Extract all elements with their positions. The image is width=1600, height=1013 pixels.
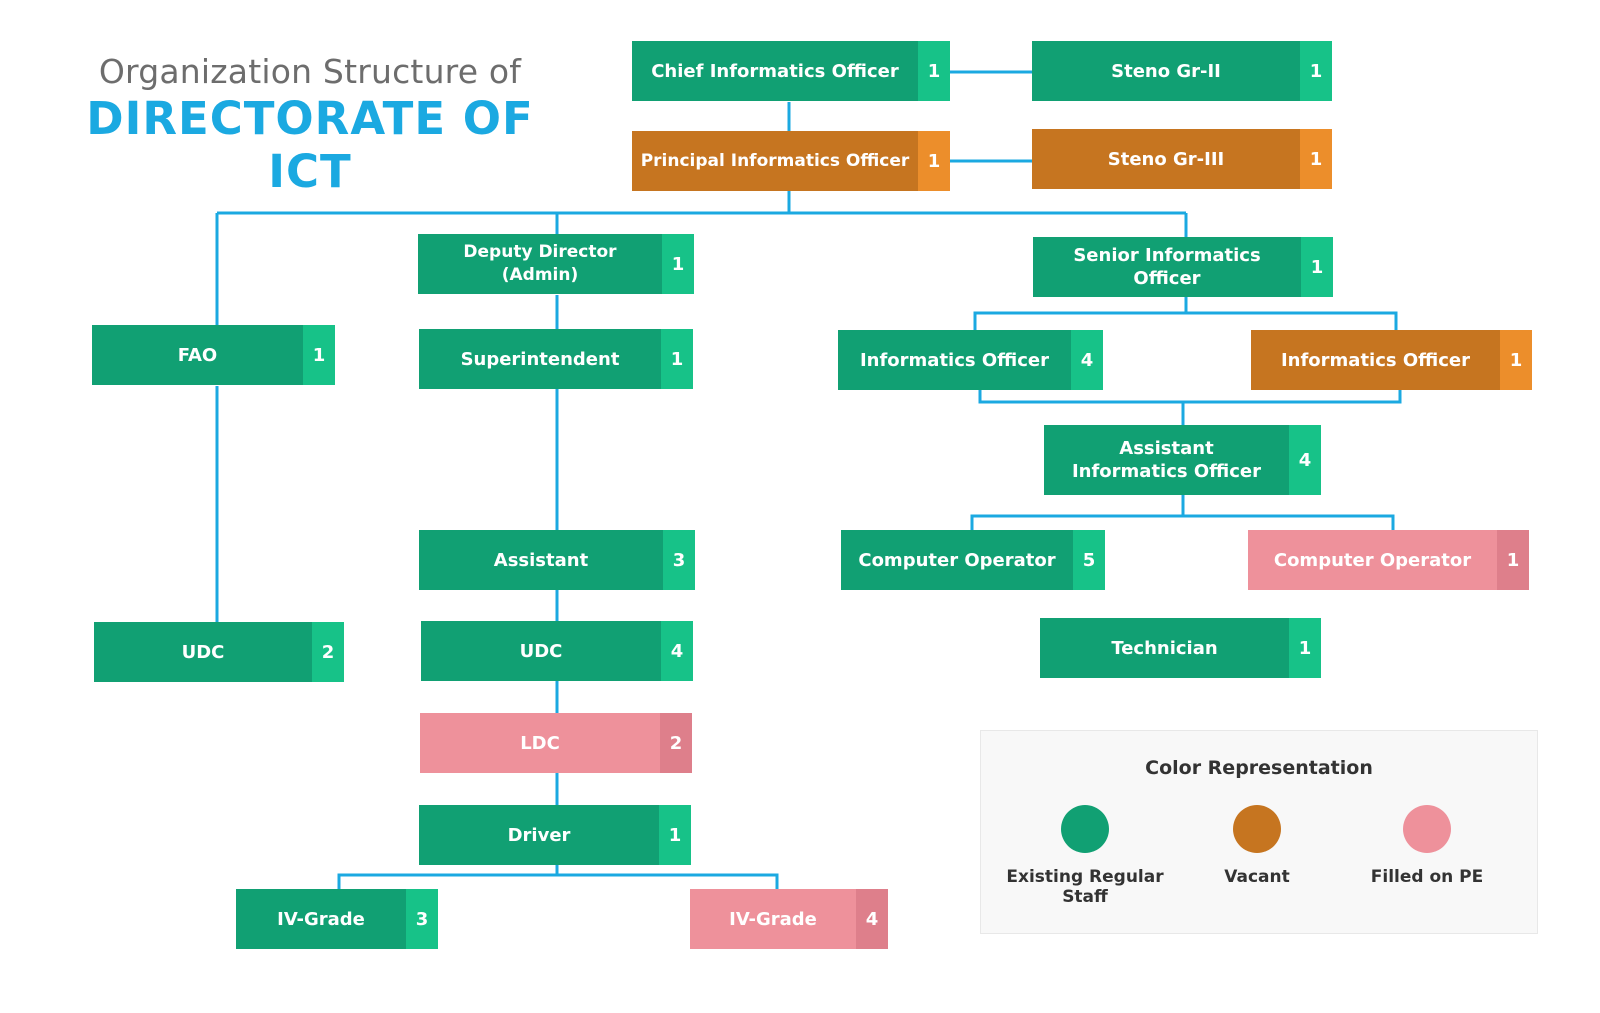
legend-label-filled-on-pe: Filled on PE (1370, 867, 1484, 887)
iv-grade-existing-count: 3 (406, 889, 438, 949)
connector-co-split (970, 514, 1395, 530)
legend-dot-existing (1061, 805, 1109, 853)
assistant-informatics-officer-label: Assistant Informatics Officer (1044, 425, 1289, 495)
assistant-count: 3 (663, 530, 695, 590)
color-legend: Color Representation Existing Regular St… (980, 730, 1538, 934)
driver-label: Driver (419, 805, 659, 865)
steno-gr-iii-label: Steno Gr-III (1032, 129, 1300, 189)
fao-box: FAO 1 (92, 325, 335, 385)
informatics-officer-vacant-box: Informatics Officer 1 (1251, 330, 1532, 390)
superintendent-count: 1 (661, 329, 693, 389)
connector-ivgrade-branch (337, 873, 779, 889)
driver-box: Driver 1 (419, 805, 691, 865)
legend-item-filled-on-pe: Filled on PE (1347, 805, 1507, 887)
computer-operator-pe-label: Computer Operator (1248, 530, 1497, 590)
technician-label: Technician (1040, 618, 1289, 678)
steno-gr-ii-label: Steno Gr-II (1032, 41, 1300, 101)
fao-label: FAO (92, 325, 303, 385)
legend-dot-filled-on-pe (1403, 805, 1451, 853)
iv-grade-pe-label: IV-Grade (690, 889, 856, 949)
legend-item-existing: Existing Regular Staff (1005, 805, 1165, 907)
legend-dot-vacant (1233, 805, 1281, 853)
principal-informatics-officer-count: 1 (918, 131, 950, 191)
iv-grade-existing-box: IV-Grade 3 (236, 889, 438, 949)
legend-label-existing: Existing Regular Staff (1006, 867, 1164, 907)
udc-admin-box: UDC 4 (421, 621, 693, 681)
superintendent-box: Superintendent 1 (419, 329, 693, 389)
chief-informatics-officer-box: Chief Informatics Officer 1 (632, 41, 950, 101)
senior-informatics-officer-box: Senior Informatics Officer 1 (1033, 237, 1333, 297)
legend-label-vacant: Vacant (1224, 867, 1290, 887)
deputy-director-admin-count: 1 (662, 234, 694, 294)
computer-operator-pe-box: Computer Operator 1 (1248, 530, 1529, 590)
senior-informatics-officer-count: 1 (1301, 237, 1333, 297)
udc-admin-count: 4 (661, 621, 693, 681)
ldc-box: LDC 2 (420, 713, 692, 773)
informatics-officer-existing-box: Informatics Officer 4 (838, 330, 1103, 390)
assistant-informatics-officer-box: Assistant Informatics Officer 4 (1044, 425, 1321, 495)
legend-title: Color Representation (1145, 757, 1373, 779)
udc-fao-box: UDC 2 (94, 622, 344, 682)
computer-operator-existing-box: Computer Operator 5 (841, 530, 1105, 590)
driver-count: 1 (659, 805, 691, 865)
fao-count: 1 (303, 325, 335, 385)
informatics-officer-existing-label: Informatics Officer (838, 330, 1071, 390)
deputy-director-admin-label: Deputy Director (Admin) (418, 234, 662, 294)
superintendent-label: Superintendent (419, 329, 661, 389)
steno-gr-ii-count: 1 (1300, 41, 1332, 101)
iv-grade-pe-box: IV-Grade 4 (690, 889, 888, 949)
chief-informatics-officer-count: 1 (918, 41, 950, 101)
computer-operator-existing-label: Computer Operator (841, 530, 1073, 590)
steno-gr-iii-count: 1 (1300, 129, 1332, 189)
legend-item-vacant: Vacant (1177, 805, 1337, 887)
computer-operator-pe-count: 1 (1497, 530, 1529, 590)
informatics-officer-existing-count: 4 (1071, 330, 1103, 390)
informatics-officer-vacant-label: Informatics Officer (1251, 330, 1500, 390)
computer-operator-existing-count: 5 (1073, 530, 1105, 590)
technician-box: Technician 1 (1040, 618, 1321, 678)
title-line-2: DIRECTORATE OF ICT (86, 92, 534, 198)
assistant-label: Assistant (419, 530, 663, 590)
udc-admin-label: UDC (421, 621, 661, 681)
principal-informatics-officer-box: Principal Informatics Officer 1 (632, 131, 950, 191)
connector-io-join (978, 390, 1402, 404)
assistant-informatics-officer-count: 4 (1289, 425, 1321, 495)
iv-grade-existing-label: IV-Grade (236, 889, 406, 949)
technician-count: 1 (1289, 618, 1321, 678)
udc-fao-label: UDC (94, 622, 312, 682)
iv-grade-pe-count: 4 (856, 889, 888, 949)
principal-informatics-officer-label: Principal Informatics Officer (632, 131, 918, 191)
informatics-officer-vacant-count: 1 (1500, 330, 1532, 390)
ldc-label: LDC (420, 713, 660, 773)
connector-io-split (973, 311, 1398, 330)
assistant-box: Assistant 3 (419, 530, 695, 590)
chief-informatics-officer-label: Chief Informatics Officer (632, 41, 918, 101)
steno-gr-iii-box: Steno Gr-III 1 (1032, 129, 1332, 189)
senior-informatics-officer-label: Senior Informatics Officer (1033, 237, 1301, 297)
steno-gr-ii-box: Steno Gr-II 1 (1032, 41, 1332, 101)
udc-fao-count: 2 (312, 622, 344, 682)
ldc-count: 2 (660, 713, 692, 773)
deputy-director-admin-box: Deputy Director (Admin) 1 (418, 234, 694, 294)
title-line-1: Organization Structure of (98, 52, 522, 91)
